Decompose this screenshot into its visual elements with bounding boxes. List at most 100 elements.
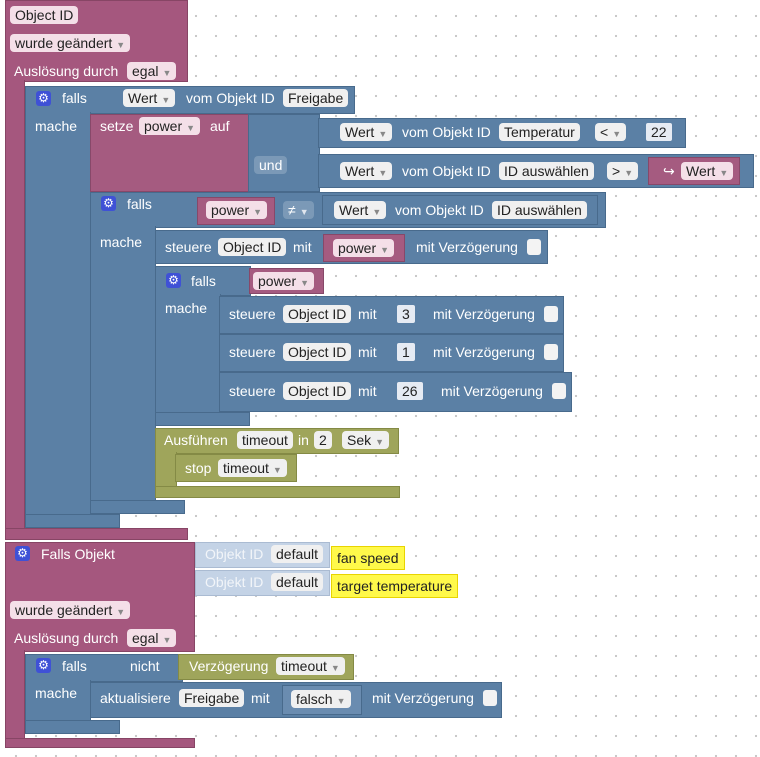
dropdown-arrow-icon: ▼ [116, 40, 126, 50]
trigger-dropdown[interactable]: egal▼ [127, 62, 177, 80]
dropdown-arrow-icon: ▼ [719, 168, 729, 178]
dropdown-arrow-icon: ▼ [375, 437, 385, 447]
delay-checkbox[interactable] [527, 239, 541, 255]
gear-icon[interactable]: ⚙ [36, 91, 51, 106]
delay-label: mit Verzögerung [441, 383, 543, 399]
control-block-3[interactable] [219, 334, 564, 372]
variable-dropdown[interactable]: power▼ [206, 201, 268, 219]
value-dropdown[interactable]: Wert▼ [123, 89, 176, 107]
if-block-1-body [25, 112, 91, 518]
stop-label: stop [185, 460, 212, 476]
in-label: in [298, 432, 309, 448]
of-object-label: vom Objekt ID [402, 124, 491, 140]
of-object-label: vom Objekt ID [402, 163, 491, 179]
gear-icon[interactable]: ⚙ [15, 546, 30, 561]
dropdown-arrow-icon: ▼ [380, 245, 390, 255]
if-block-4-foot [25, 720, 120, 734]
with-label: mit [251, 690, 270, 706]
delay-checkbox[interactable] [552, 383, 566, 399]
if-block-3-body [155, 294, 221, 418]
gear-icon[interactable]: ⚙ [36, 658, 51, 673]
not-label: nicht [130, 658, 160, 674]
variable-dropdown[interactable]: Wert▼ [681, 162, 734, 180]
do-label: mache [35, 685, 78, 701]
timeout-dropdown[interactable]: timeout▼ [276, 657, 345, 675]
number-input[interactable]: 3 [396, 304, 416, 324]
run-label: Ausführen [164, 432, 228, 448]
control-label: steuere [165, 239, 212, 255]
dropdown-arrow-icon: ▼ [272, 465, 282, 475]
control-block-2[interactable] [219, 296, 564, 334]
operator-dropdown[interactable]: <▼ [595, 123, 627, 141]
object-freigabe-field[interactable]: Freigabe [283, 89, 349, 107]
if-label: falls [62, 658, 87, 674]
object-id-field[interactable]: Object ID [283, 382, 352, 400]
value-dropdown[interactable]: Wert▼ [340, 123, 393, 141]
object-id-field[interactable]: Object ID [283, 343, 352, 361]
of-object-label: vom Objekt ID [186, 90, 275, 106]
operator-dropdown[interactable]: >▼ [607, 162, 639, 180]
and-block[interactable] [248, 114, 320, 192]
number-input[interactable]: 22 [645, 122, 673, 142]
timeout-name-field[interactable]: timeout [237, 431, 293, 449]
object-select-field[interactable]: ID auswählen [492, 201, 587, 219]
unit-dropdown[interactable]: Sek▼ [342, 431, 390, 449]
delay-checkbox[interactable] [483, 690, 497, 706]
gear-icon[interactable]: ⚙ [166, 273, 181, 288]
object-id-field[interactable]: Object ID [218, 238, 287, 256]
control-label: steuere [229, 306, 276, 322]
object-default-field[interactable]: default [271, 545, 324, 563]
stop-timeout-dropdown[interactable]: timeout▼ [218, 459, 287, 477]
variable-dropdown[interactable]: power▼ [139, 117, 201, 135]
delay-checkbox[interactable] [544, 344, 558, 360]
object-freigabe-field[interactable]: Freigabe [179, 689, 245, 707]
delay-label: mit Verzögerung [433, 306, 535, 322]
comment-fan-speed[interactable]: fan speed [331, 546, 405, 570]
delay-checkbox[interactable] [544, 306, 558, 322]
value-dropdown[interactable]: Wert▼ [340, 162, 393, 180]
if-block-4-head[interactable] [25, 654, 183, 682]
with-label: mit [358, 383, 377, 399]
if-label: falls [191, 273, 216, 289]
timeout-block-body [155, 452, 177, 490]
value-dropdown[interactable]: Wert▼ [334, 201, 387, 219]
delay-label: mit Verzögerung [416, 239, 518, 255]
variable-dropdown[interactable]: power▼ [253, 272, 315, 290]
update-label: aktualisiere [100, 690, 171, 706]
operator-dropdown[interactable]: ≠▼ [283, 201, 314, 219]
comment-target-temperature[interactable]: target temperature [331, 574, 459, 598]
boolean-dropdown[interactable]: falsch▼ [291, 690, 351, 708]
control-label: steuere [229, 344, 276, 360]
gear-icon[interactable]: ⚙ [101, 196, 116, 211]
timeout-block-foot [155, 486, 400, 498]
control-label: steuere [229, 383, 276, 399]
dropdown-arrow-icon: ▼ [299, 207, 309, 217]
object-temperatur-field[interactable]: Temperatur [499, 123, 580, 141]
trigger-block-2-foot [5, 738, 195, 748]
dropdown-arrow-icon: ▼ [162, 635, 172, 645]
dropdown-arrow-icon: ▼ [253, 207, 263, 217]
if-label: falls [127, 196, 152, 212]
falls-objekt-title: Falls Objekt [41, 546, 115, 562]
delay-label: Verzögerung [189, 658, 269, 674]
changed-dropdown[interactable]: wurde geändert▼ [10, 601, 131, 619]
if-label: falls [62, 90, 87, 106]
dropdown-arrow-icon: ▼ [161, 95, 171, 105]
with-label: mit [293, 239, 312, 255]
changed-dropdown[interactable]: wurde geändert▼ [10, 34, 131, 52]
number-input[interactable]: 1 [396, 342, 416, 362]
object-id-field[interactable]: Object ID [283, 305, 352, 323]
with-label: mit [358, 344, 377, 360]
object-default-field[interactable]: default [271, 573, 324, 591]
variable-dropdown[interactable]: power▼ [333, 239, 395, 257]
trigger-dropdown[interactable]: egal▼ [127, 629, 177, 647]
control-block-4[interactable] [219, 372, 572, 412]
set-label: setze [100, 118, 134, 134]
object-select-field[interactable]: ID auswählen [499, 162, 594, 180]
timeout-amount-field[interactable]: 2 [314, 431, 332, 449]
object-id-field[interactable]: Object ID [10, 6, 79, 24]
with-label: mit [358, 306, 377, 322]
number-input[interactable]: 26 [396, 381, 424, 401]
trigger-block-foot [5, 528, 188, 540]
dropdown-arrow-icon: ▼ [186, 123, 196, 133]
